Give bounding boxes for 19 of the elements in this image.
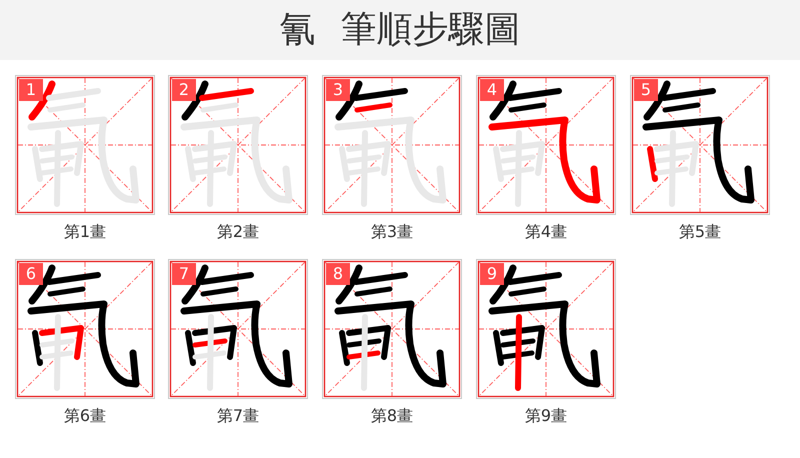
step-caption: 第4畫 [524,222,568,242]
step-caption: 第3畫 [370,222,414,242]
step-number: 4 [480,79,504,101]
step-caption: 第2畫 [216,222,260,242]
step-caption: 第5畫 [678,222,722,242]
step-number: 9 [480,263,504,285]
step-number: 1 [19,79,43,101]
step-number: 7 [172,263,196,285]
step-number: 8 [326,263,350,285]
step-number: 3 [326,79,350,101]
step-number: 6 [19,263,43,285]
step-caption: 第8畫 [370,406,414,426]
step-caption: 第6畫 [64,406,106,426]
step-number: 2 [172,79,196,101]
step-caption: 第1畫 [64,222,106,242]
page-title: 氰 筆順步驟圖 [279,8,521,52]
step-caption: 第7畫 [216,406,260,426]
step-number: 5 [634,79,658,101]
step-caption: 第9畫 [524,406,568,426]
